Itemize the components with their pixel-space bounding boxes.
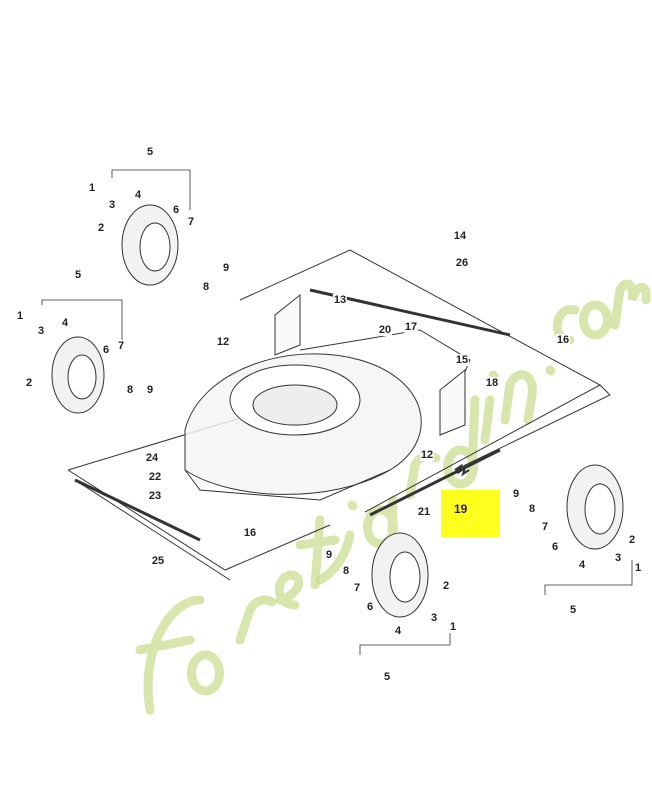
part-callout-5[interactable]: 5 xyxy=(382,671,392,683)
part-callout-21[interactable]: 21 xyxy=(416,506,432,518)
part-callout-4[interactable]: 4 xyxy=(577,559,587,571)
part-callout-24[interactable]: 24 xyxy=(144,452,160,464)
part-callout-6[interactable]: 6 xyxy=(365,601,375,613)
part-callout-8[interactable]: 8 xyxy=(341,565,351,577)
part-callout-13[interactable]: 13 xyxy=(332,294,348,306)
part-callout-14[interactable]: 14 xyxy=(452,230,468,242)
part-callout-25[interactable]: 25 xyxy=(150,555,166,567)
part-number-19: 19 xyxy=(454,502,468,516)
part-callout-6[interactable]: 6 xyxy=(101,344,111,356)
part-callout-9[interactable]: 9 xyxy=(511,488,521,500)
part-callout-2[interactable]: 2 xyxy=(96,222,106,234)
part-callout-12[interactable]: 12 xyxy=(215,336,231,348)
part-callout-5[interactable]: 5 xyxy=(145,146,155,158)
part-callout-3[interactable]: 3 xyxy=(429,612,439,624)
part-callout-4[interactable]: 4 xyxy=(393,625,403,637)
part-callout-2[interactable]: 2 xyxy=(627,534,637,546)
part-callout-7[interactable]: 7 xyxy=(186,216,196,228)
part-callout-12[interactable]: 12 xyxy=(419,449,435,461)
highlighted-part-callout[interactable]: 19 xyxy=(441,490,500,537)
part-callout-17[interactable]: 17 xyxy=(403,321,419,333)
part-callout-6[interactable]: 6 xyxy=(550,541,560,553)
wheel-front-center xyxy=(371,532,429,618)
part-callout-22[interactable]: 22 xyxy=(147,471,163,483)
part-callout-3[interactable]: 3 xyxy=(36,325,46,337)
part-callout-1[interactable]: 1 xyxy=(15,310,25,322)
part-callout-23[interactable]: 23 xyxy=(147,490,163,502)
part-callout-4[interactable]: 4 xyxy=(60,317,70,329)
part-callout-8[interactable]: 8 xyxy=(527,503,537,515)
part-callout-9[interactable]: 9 xyxy=(324,549,334,561)
part-callout-2[interactable]: 2 xyxy=(24,377,34,389)
part-callout-5[interactable]: 5 xyxy=(568,604,578,616)
wheel-left xyxy=(51,336,105,414)
part-callout-9[interactable]: 9 xyxy=(145,384,155,396)
part-callout-8[interactable]: 8 xyxy=(201,281,211,293)
part-callout-3[interactable]: 3 xyxy=(613,552,623,564)
part-callout-18[interactable]: 18 xyxy=(484,377,500,389)
part-callout-7[interactable]: 7 xyxy=(352,582,362,594)
part-callout-6[interactable]: 6 xyxy=(171,204,181,216)
part-callout-2[interactable]: 2 xyxy=(441,580,451,592)
part-callout-15[interactable]: 15 xyxy=(454,354,470,366)
part-callout-9[interactable]: 9 xyxy=(221,262,231,274)
part-callout-7[interactable]: 7 xyxy=(540,521,550,533)
part-callout-4[interactable]: 4 xyxy=(133,189,143,201)
frame-line xyxy=(239,249,602,513)
part-callout-3[interactable]: 3 xyxy=(107,199,117,211)
part-callout-1[interactable]: 1 xyxy=(633,562,643,574)
part-callout-7[interactable]: 7 xyxy=(116,340,126,352)
part-callout-16[interactable]: 16 xyxy=(242,527,258,539)
wheel-front-right xyxy=(566,464,624,550)
part-callout-26[interactable]: 26 xyxy=(454,257,470,269)
part-callout-8[interactable]: 8 xyxy=(125,384,135,396)
wheel-top-left xyxy=(121,204,179,286)
part-callout-1[interactable]: 1 xyxy=(87,182,97,194)
part-callout-20[interactable]: 20 xyxy=(377,324,393,336)
part-callout-5[interactable]: 5 xyxy=(73,269,83,281)
part-callout-1[interactable]: 1 xyxy=(448,621,458,633)
part-callout-16[interactable]: 16 xyxy=(555,334,571,346)
